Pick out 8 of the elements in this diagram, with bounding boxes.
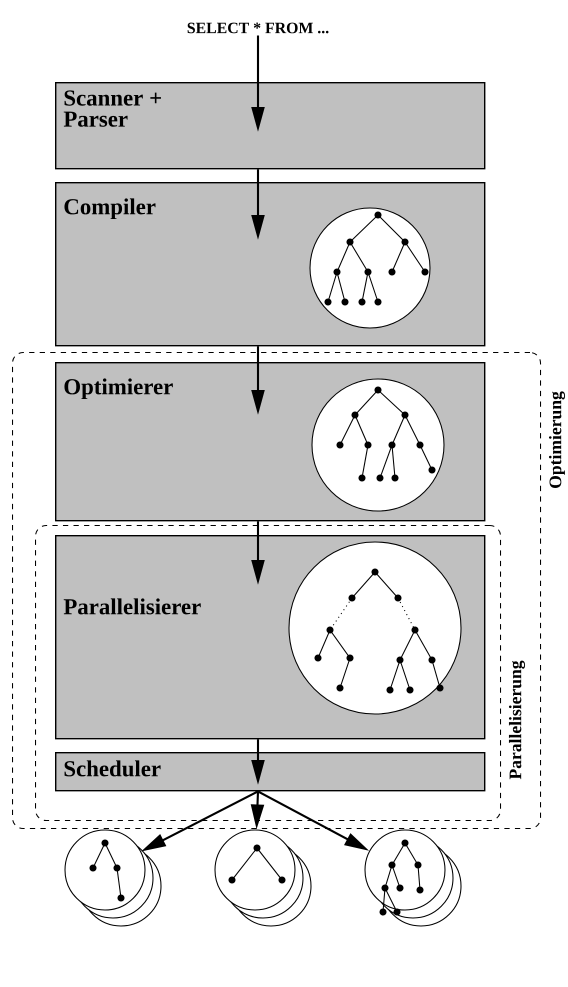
tree-stack-drawing [64, 829, 162, 927]
query-text: SELECT * FROM ... [188, 22, 328, 34]
tree-stack-drawing [364, 829, 462, 927]
tree-stack-drawing [214, 829, 312, 927]
group-label: Parallelisierung [508, 660, 526, 780]
process-box: Scanner + Parser [55, 82, 486, 170]
process-box: Scheduler [55, 752, 486, 792]
group-label: Optimierung [548, 391, 566, 488]
